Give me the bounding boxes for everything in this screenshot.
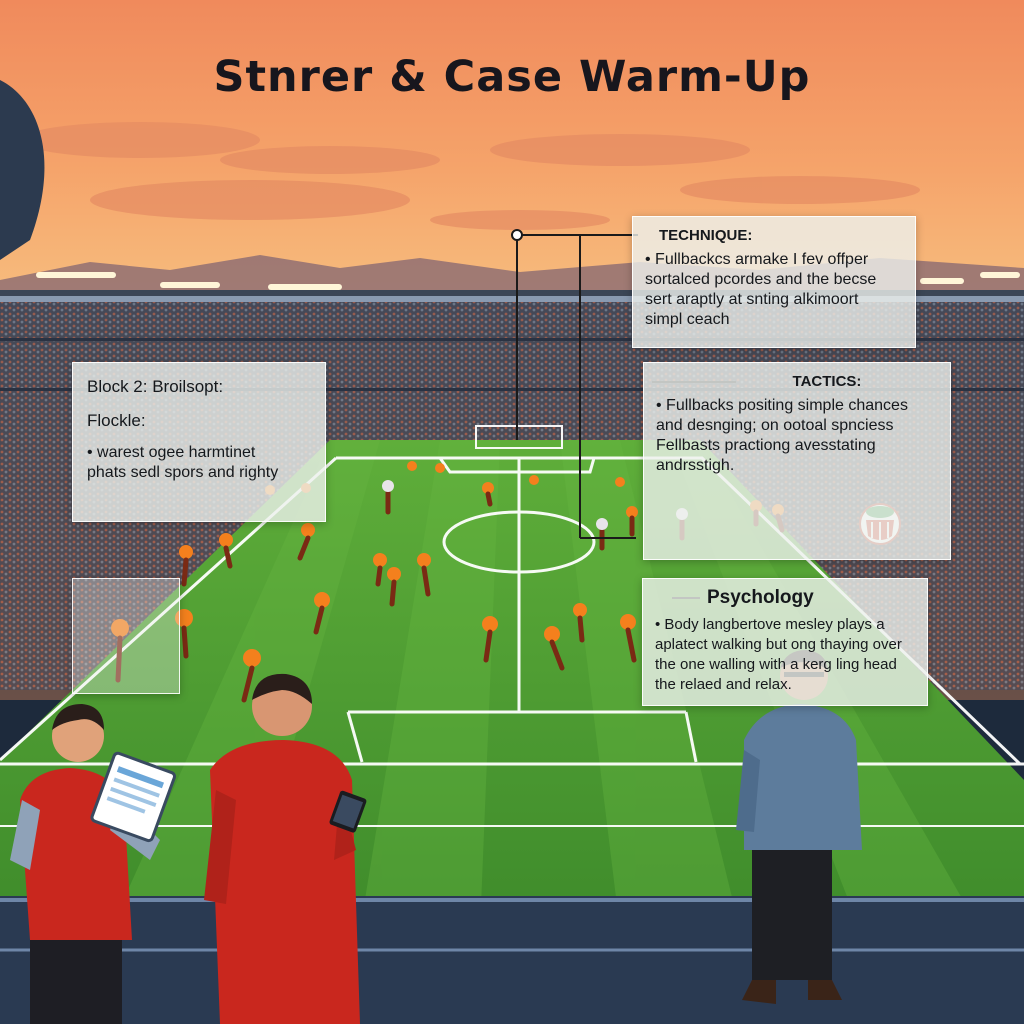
technique-panel: TECHNIQUE: • Fullbackcs armake I fev off…	[632, 216, 916, 348]
tactics-line: Fellbasts practiong avesstating	[656, 437, 876, 454]
blank-panel	[72, 578, 180, 694]
psychology-line: the one walling with a kerg ling head	[655, 656, 897, 673]
stadium-roof	[0, 80, 45, 260]
railing	[0, 896, 1024, 1024]
tactics-line: andrsstigh.	[656, 457, 735, 474]
block-line: • warest ogee harmtinet	[87, 444, 256, 461]
tablet-icon	[329, 790, 367, 833]
clouds	[20, 122, 920, 230]
tactics-heading: TACTICS:	[792, 373, 862, 390]
technique-heading: TECHNIQUE:	[659, 227, 753, 244]
psychology-line: • Body langbertove mesley plays a	[655, 616, 885, 633]
pitch-stripes	[110, 440, 980, 930]
block-heading: Block 2: Broilsopt:	[87, 377, 224, 396]
block-panel: Block 2: Broilsopt: Flockle: • warest og…	[72, 362, 326, 522]
tactics-panel: TACTICS: • Fullbacks positing simple cha…	[643, 362, 951, 560]
tactics-line: and desnging; on ootoal spnciess	[656, 417, 894, 434]
psychology-heading: Psychology	[707, 587, 814, 608]
technique-line: • Fullbackcs armake I fev offper	[645, 251, 869, 268]
page-title: Stnrer & Case Warm-Up	[213, 52, 811, 102]
clipboard-icon	[90, 751, 177, 843]
psychology-panel: Psychology • Body langbertove mesley pla…	[642, 578, 928, 706]
psychology-line: aplatect walking but ong thaying over	[655, 636, 902, 653]
block-line: phats sedl spors and righty	[87, 464, 279, 481]
technique-line: simpl ceach	[645, 311, 730, 328]
tactics-line: • Fullbacks positing simple chances	[656, 397, 908, 414]
annotation-connectors	[511, 229, 736, 599]
block-subheading: Flockle:	[87, 411, 146, 430]
technique-line: sert araptly at snting alkimoort	[645, 291, 859, 308]
floodlights	[36, 272, 1020, 290]
technique-line: sortalced pcordes and the becse	[645, 271, 877, 288]
psychology-line: the relaed and relax.	[655, 676, 792, 693]
